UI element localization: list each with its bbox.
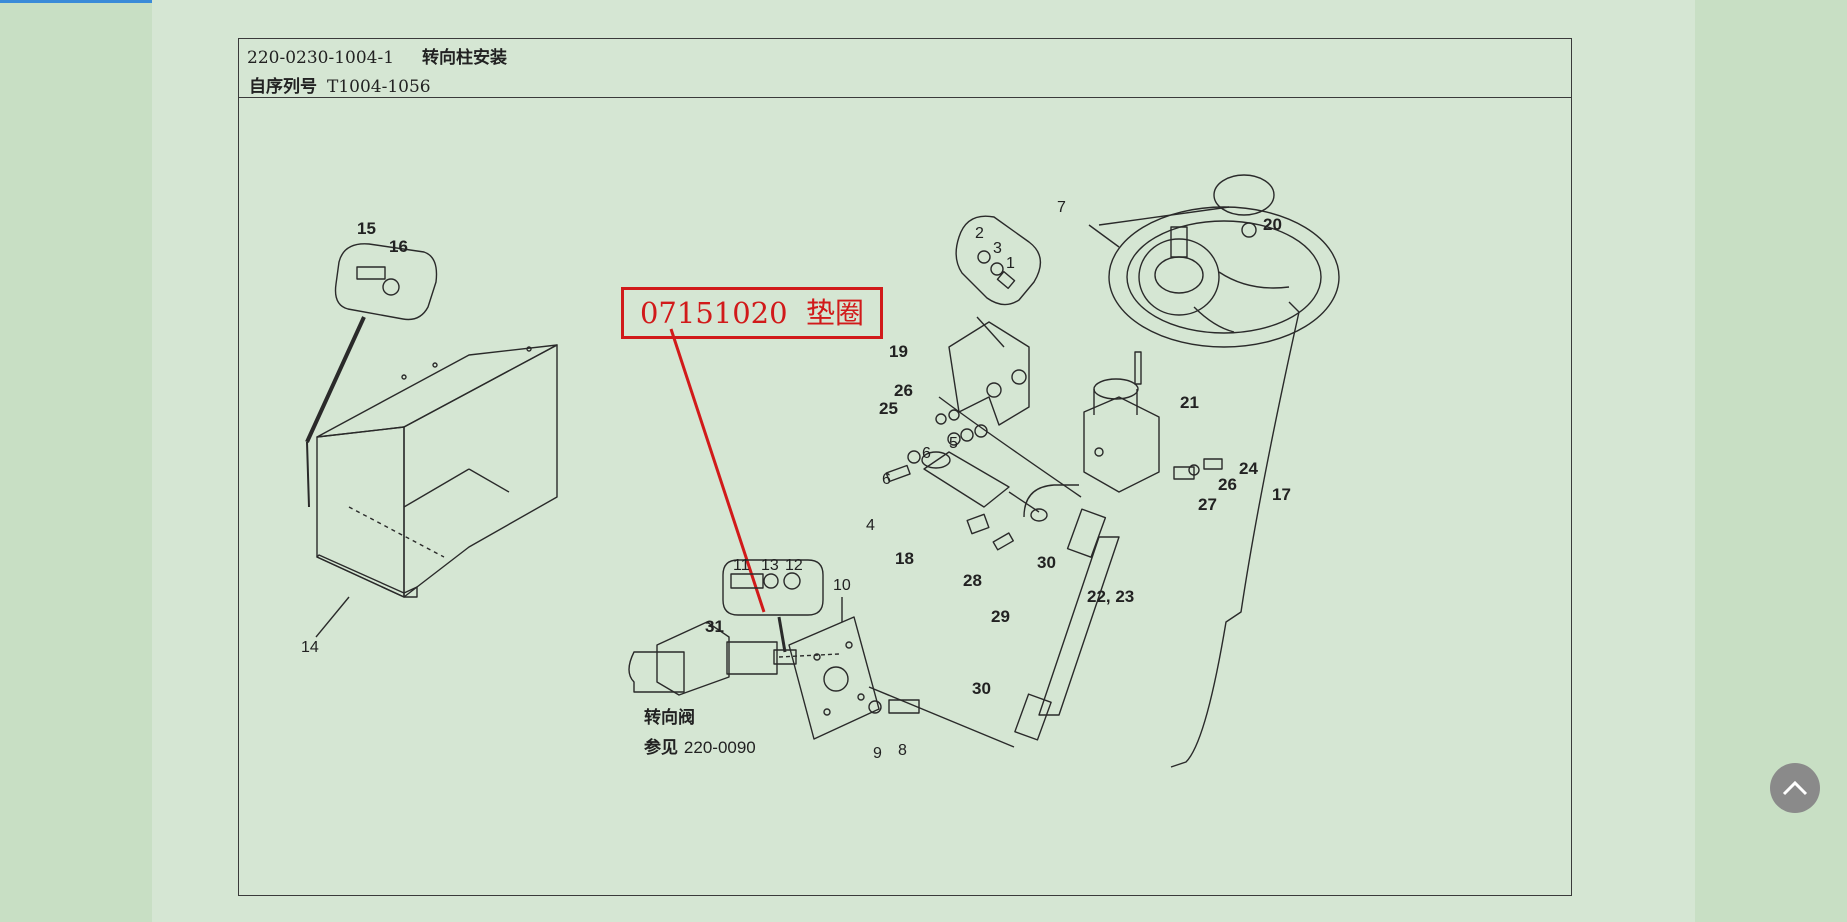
valve-name: 转向阀 <box>644 708 695 728</box>
label-7: 7 <box>1057 199 1066 216</box>
label-17: 17 <box>1272 485 1291 504</box>
valve-see-label: 参见 <box>644 738 678 758</box>
assembly-brace-17 <box>1170 301 1300 768</box>
chevron-up-icon <box>1782 780 1808 796</box>
label-2: 2 <box>975 225 984 242</box>
callout-pointer <box>669 328 766 613</box>
callout-part-number: 07151020 <box>639 296 788 330</box>
serial-value: T1004-1056 <box>327 77 431 97</box>
part-code: 220-0230-1004-1 <box>247 48 395 68</box>
label-6a: 6 <box>922 445 931 462</box>
label-5: 5 <box>949 435 958 452</box>
page-container: 220-0230-1004-1 转向柱安装 自序列号 T1004-1056 <box>152 0 1695 922</box>
label-1: 1 <box>1006 255 1015 272</box>
steering-wheel <box>1108 206 1340 348</box>
label-18: 18 <box>895 549 914 568</box>
header-line-1: 220-0230-1004-1 转向柱安装 <box>247 43 507 68</box>
intermediate-shaft <box>1038 536 1120 716</box>
label-26b: 26 <box>1218 475 1237 494</box>
exploded-view-diagram: 07151020 垫圈 15 16 14 11 13 12 10 31 9 8 … <box>239 97 1571 895</box>
label-11: 11 <box>733 557 750 574</box>
exploded-view-drawing <box>305 174 1340 768</box>
label-19: 19 <box>889 342 908 361</box>
steering-column-housing <box>1083 396 1160 493</box>
mounting-plate <box>788 616 880 740</box>
label-30b: 30 <box>972 679 991 698</box>
detail-15-16 <box>334 243 438 321</box>
bracket-19 <box>948 321 1030 426</box>
serial-label: 自序列号 <box>249 77 317 97</box>
bracket-top <box>316 344 558 438</box>
valve-see-ref: 220-0090 <box>683 738 756 757</box>
reading-progress-bar <box>0 0 248 3</box>
label-4: 4 <box>866 517 875 534</box>
label-29: 29 <box>991 607 1010 626</box>
cylinder <box>923 451 1010 508</box>
label-12: 12 <box>785 557 803 574</box>
label-21: 21 <box>1180 393 1199 412</box>
callout-part-name: 垫圈 <box>806 296 865 330</box>
label-15: 15 <box>357 219 376 238</box>
label-27: 27 <box>1198 495 1217 514</box>
label-3: 3 <box>993 240 1002 257</box>
highlighted-part-callout: 07151020 垫圈 <box>621 287 883 339</box>
label-10: 10 <box>833 577 851 594</box>
sheet-title: 转向柱安装 <box>422 48 508 68</box>
label-14: 14 <box>301 639 319 656</box>
steering-valve <box>628 651 685 693</box>
label-16: 16 <box>389 237 408 256</box>
label-24: 24 <box>1239 459 1258 478</box>
detail-2-3-1 <box>955 215 1042 306</box>
label-9: 9 <box>873 745 882 762</box>
detail-11-13-12 <box>722 559 824 616</box>
header-line-2: 自序列号 T1004-1056 <box>249 72 431 97</box>
valve-reference: 参见 220-0090 <box>644 733 756 758</box>
label-20: 20 <box>1263 215 1282 234</box>
label-6b: 6 <box>882 471 891 488</box>
label-13: 13 <box>761 557 779 574</box>
label-31: 31 <box>705 617 724 636</box>
back-to-top-button[interactable] <box>1770 763 1820 813</box>
label-28: 28 <box>963 571 982 590</box>
label-8: 8 <box>898 742 907 759</box>
parts-diagram-sheet: 220-0230-1004-1 转向柱安装 自序列号 T1004-1056 <box>238 38 1572 896</box>
label-30a: 30 <box>1037 553 1056 572</box>
label-25: 25 <box>879 399 898 418</box>
horn-cap <box>1213 174 1275 216</box>
label-26a: 26 <box>894 381 913 400</box>
label-22-23: 22, 23 <box>1087 587 1135 606</box>
sheet-header: 220-0230-1004-1 转向柱安装 自序列号 T1004-1056 <box>239 39 1571 98</box>
